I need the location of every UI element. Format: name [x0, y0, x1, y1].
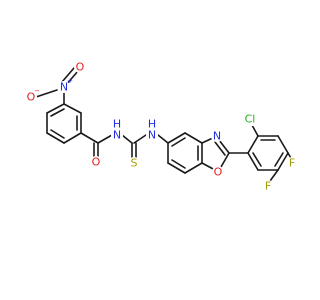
bond: [269, 169, 279, 182]
atom-o-amide-label: O: [92, 156, 101, 169]
bond: [252, 152, 262, 167]
bond: [61, 67, 75, 83]
atom-o-minus-charge: −: [34, 87, 40, 95]
bond: [121, 134, 133, 144]
atom-o-amide: O: [90, 156, 102, 169]
atom-o-minus: O −: [25, 87, 40, 104]
bond: [220, 152, 230, 168]
atom-nh-amide-label: N: [113, 129, 121, 142]
bond: [277, 152, 289, 171]
atom-nh-thio: H N: [146, 118, 158, 142]
bond: [50, 108, 65, 117]
bond: [97, 134, 113, 144]
atom-s-thio-label: S: [131, 157, 138, 170]
atom-o-oxazole: O: [212, 166, 224, 179]
atom-f-bottom: F: [262, 180, 274, 193]
bond: [184, 132, 203, 144]
atom-n-plus-label: N: [60, 81, 68, 94]
atom-s-thio: S: [128, 157, 140, 170]
bond: [171, 159, 186, 169]
atom-n-oxazole-label: N: [213, 130, 221, 143]
atom-nh-amide: H N: [111, 118, 123, 142]
bond: [80, 132, 99, 144]
bond: [167, 162, 186, 174]
atom-n-plus: N +: [58, 77, 73, 94]
bond: [50, 129, 65, 139]
atom-label-layer: O − N + O O H N S: [25, 61, 298, 193]
atom-n-plus-charge: +: [67, 77, 73, 85]
bond: [157, 134, 169, 144]
atom-o-nitro: O: [74, 61, 86, 74]
bond: [63, 103, 82, 114]
bond: [35, 89, 58, 98]
bond: [277, 135, 289, 154]
bond: [133, 134, 147, 144]
atom-f-bottom-label: F: [265, 180, 271, 193]
bond: [274, 152, 284, 167]
bond: [171, 137, 186, 147]
bond: [247, 135, 259, 154]
atom-nh-thio-h: H: [148, 118, 156, 131]
bond: [167, 132, 186, 144]
molecule-structure: O − N + O O H N S: [25, 60, 298, 193]
atom-f-top: F: [286, 157, 298, 170]
bond: [218, 139, 230, 154]
bond: [214, 141, 226, 156]
atom-nh-amide-h: H: [113, 118, 121, 131]
bond: [201, 162, 216, 171]
atom-n-oxazole: N: [211, 130, 223, 143]
atom-o-nitro-label: O: [76, 61, 85, 74]
bond: [184, 162, 203, 174]
bond: [63, 132, 82, 144]
atom-cl: Cl: [242, 113, 258, 126]
atom-nh-thio-label: N: [148, 129, 156, 142]
bond: [251, 124, 259, 137]
atom-f-top-label: F: [289, 157, 295, 170]
bond: [247, 152, 259, 171]
atom-o-minus-label: O: [27, 91, 36, 104]
atom-cl-label: Cl: [245, 113, 256, 126]
bond: [46, 103, 65, 114]
bond: [46, 132, 65, 144]
atom-o-oxazole-label: O: [214, 166, 223, 179]
